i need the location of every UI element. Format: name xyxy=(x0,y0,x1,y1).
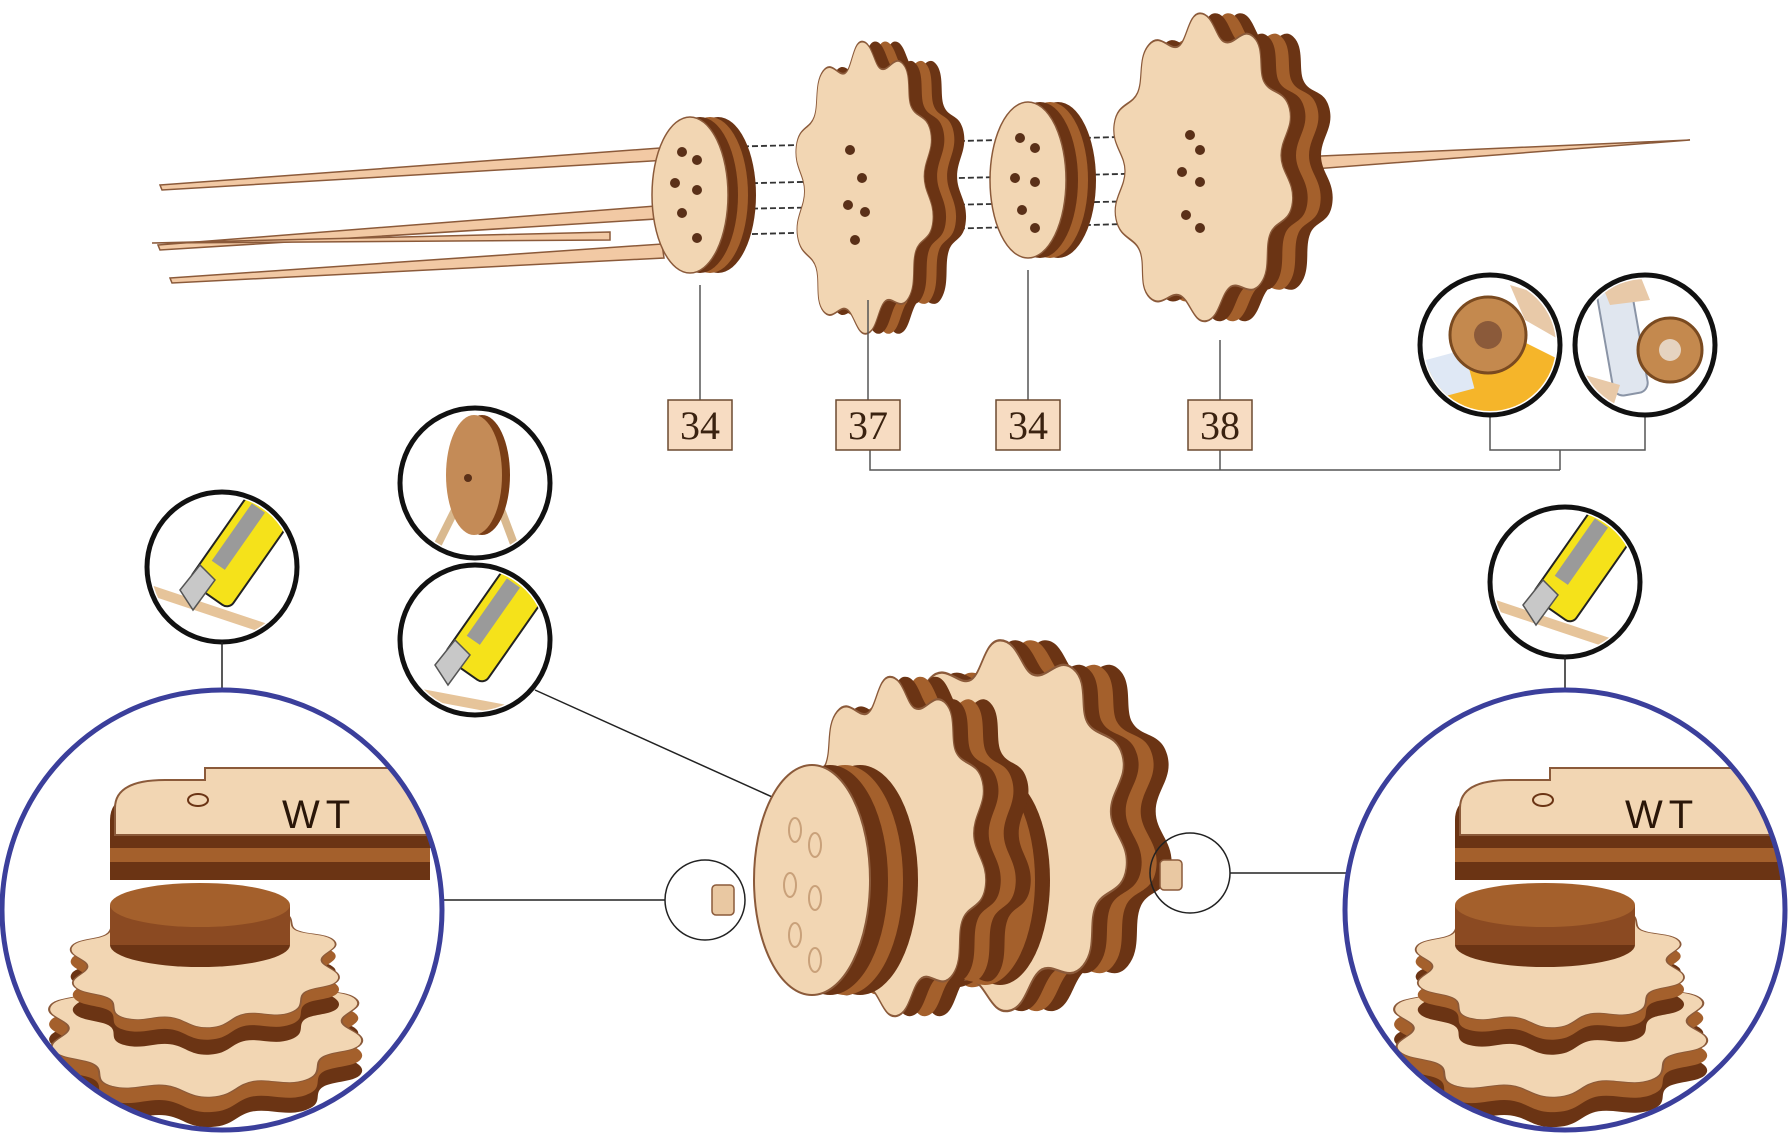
svg-text:34: 34 xyxy=(1008,403,1048,448)
label-leader-lines xyxy=(699,270,1646,471)
detail-view-right: WT xyxy=(1342,687,1788,1133)
part-34-disc-right xyxy=(989,101,1096,259)
glue-press-icon xyxy=(1572,272,1718,418)
axle-callout-left xyxy=(664,859,746,941)
utility-knife-icon xyxy=(397,562,553,718)
part-label-34a: 34 xyxy=(667,399,733,451)
alignment-lines xyxy=(679,134,1201,237)
part-37-gear xyxy=(794,40,967,335)
axle-callout-right xyxy=(1149,832,1231,914)
skewer-group-left xyxy=(151,147,673,284)
part-34-disc-left xyxy=(651,116,756,274)
svg-text:34: 34 xyxy=(680,403,720,448)
part-38-gear xyxy=(1112,12,1333,323)
glue-application-icon xyxy=(1417,272,1563,418)
svg-text:WT: WT xyxy=(282,793,356,837)
detail-view-left: WT xyxy=(0,687,445,1133)
svg-text:38: 38 xyxy=(1200,403,1240,448)
utility-knife-icon xyxy=(1487,504,1643,660)
part-label-34b: 34 xyxy=(995,399,1061,451)
wood-disc-icon xyxy=(397,405,553,561)
exploded-view: 34 37 34 38 xyxy=(151,12,1718,471)
skewer-right xyxy=(1274,139,1691,173)
part-label-37: 37 xyxy=(835,399,901,451)
svg-text:37: 37 xyxy=(848,403,888,448)
svg-text:WT: WT xyxy=(1625,793,1699,837)
utility-knife-icon xyxy=(144,489,300,645)
part-label-38: 38 xyxy=(1187,399,1253,451)
assembled-gear-stack xyxy=(711,639,1183,1018)
